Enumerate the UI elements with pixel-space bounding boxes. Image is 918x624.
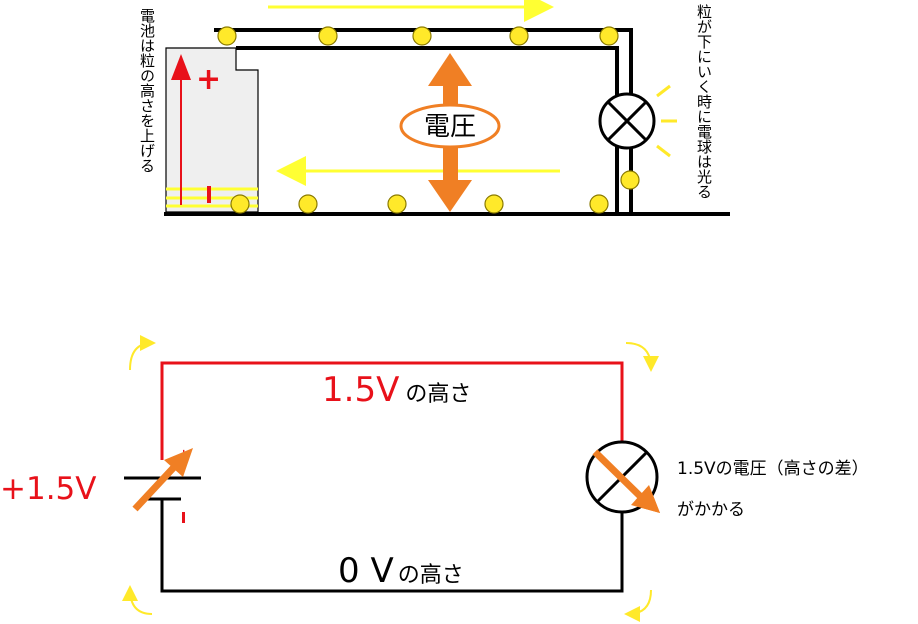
high-level-suffix: の高さ [405,382,471,407]
flow-arrow-corner-bl [122,585,153,615]
battery-lift-arrowhead [171,54,191,80]
battery-minus-symbol [182,512,185,523]
flow-arrow-corner-tl [129,335,156,371]
particle [589,194,609,214]
particle [620,170,640,190]
high-level-value: 1.5V [322,370,399,410]
particle [217,26,237,46]
voltage-label: 電圧 [424,112,476,142]
voltage-arrow: 電圧 [399,53,501,212]
flow-arrow-corner-br [624,589,652,622]
bulb-caption: 粒が下にいく時に電球は光る [695,4,713,199]
battery-caption: 電池は粒の高さを上げる [138,8,156,173]
light-ray [656,84,671,98]
particle [230,194,250,214]
voltage-label-bubble [399,103,501,149]
battery-voltage-arrow [132,448,193,512]
particle [387,194,407,214]
light-ray [656,144,671,158]
low-level-suffix: の高さ [398,563,464,588]
particle [484,194,504,214]
battery-voltage-label: +1.5V [0,471,96,507]
bulb-voltage-note-1: 1.5Vの電圧（高さの差） [677,459,869,479]
particle [509,26,529,46]
particles-bottom [230,194,609,214]
bulb-voltage-note-2: がかかる [677,500,745,520]
wire-low [160,500,624,593]
particle [412,26,432,46]
top-circuit: + 電圧 [138,0,730,216]
particle [298,194,318,214]
wire-top-outer [214,28,633,212]
bulb [598,84,677,158]
particle [318,26,338,46]
battery-plus-sign: + [196,62,221,97]
particles-top [217,26,640,190]
bulb-voltage-arrow-overlay [592,449,660,513]
particle [599,26,619,46]
low-level-value: 0 V [338,551,394,591]
wire-top-inner [236,46,619,212]
wire-high [160,361,624,460]
battery-minus-sign [207,186,211,203]
flow-arrow-corner-tr [625,342,659,372]
